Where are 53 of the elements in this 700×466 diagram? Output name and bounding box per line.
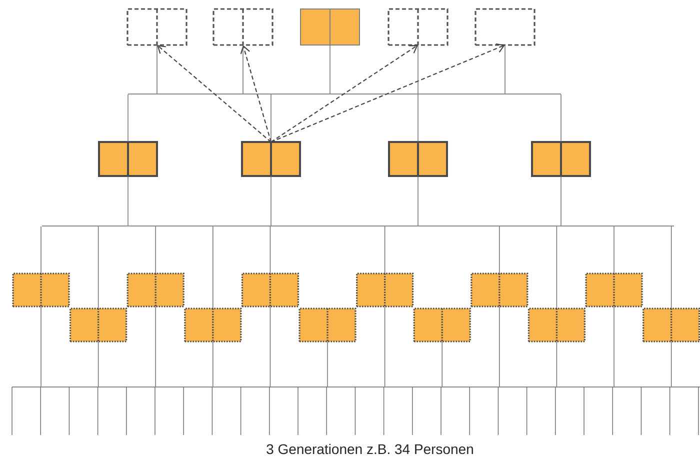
connector-line (155, 226, 156, 274)
connector-line (270, 94, 272, 142)
connector-line (98, 341, 99, 387)
connector-line (560, 94, 562, 142)
connector-line (40, 226, 42, 274)
dotted-box-pair (356, 272, 414, 308)
dotted-box-pair (12, 272, 70, 308)
dotted-box-pair (585, 272, 643, 308)
connector-line (155, 306, 156, 387)
box-pair (98, 141, 158, 177)
arrow (270, 45, 418, 142)
box-pair (241, 141, 301, 177)
dotted-box-pair (70, 308, 128, 342)
tick-bar (12, 386, 700, 436)
connector-line (327, 341, 328, 387)
dashed-box-pair (388, 8, 448, 46)
arrow (270, 43, 505, 142)
dotted-box-pair (470, 272, 528, 308)
dotted-box-pair (528, 308, 586, 342)
dotted-box-pair (241, 272, 299, 308)
dotted-box-pair (413, 308, 471, 342)
dotted-box-pair (298, 308, 356, 342)
box-pair (388, 141, 448, 177)
connector-line (156, 44, 158, 94)
dotted-box-pair (184, 308, 242, 342)
connector-line (270, 176, 272, 226)
connector-line (384, 306, 386, 387)
arrow (240, 45, 272, 142)
connector-line (212, 341, 214, 387)
dotted-box-pair (126, 272, 184, 308)
dashed-box (474, 8, 536, 46)
dotted-box-pair (642, 308, 700, 342)
connector-line (670, 341, 672, 387)
connector-line (384, 226, 386, 274)
connector-line (212, 226, 214, 309)
connector-line (670, 226, 672, 309)
connector-line (504, 44, 506, 94)
dashed-box-pair (212, 8, 274, 46)
connector-line (556, 226, 558, 309)
box-pair (531, 141, 591, 177)
connector-line (560, 176, 562, 226)
connector-line (499, 226, 500, 274)
connector-line (270, 226, 271, 274)
connector-line (98, 226, 99, 309)
connector-line (499, 306, 500, 387)
connector-line (40, 306, 42, 387)
box-pair (300, 8, 360, 46)
connector-line (556, 341, 558, 387)
connector-line (270, 306, 271, 387)
dashed-box-pair (126, 8, 188, 46)
connector-line (242, 44, 244, 94)
arrow (157, 45, 272, 142)
caption: 3 Generationen z.B. 34 Personen (266, 444, 473, 454)
